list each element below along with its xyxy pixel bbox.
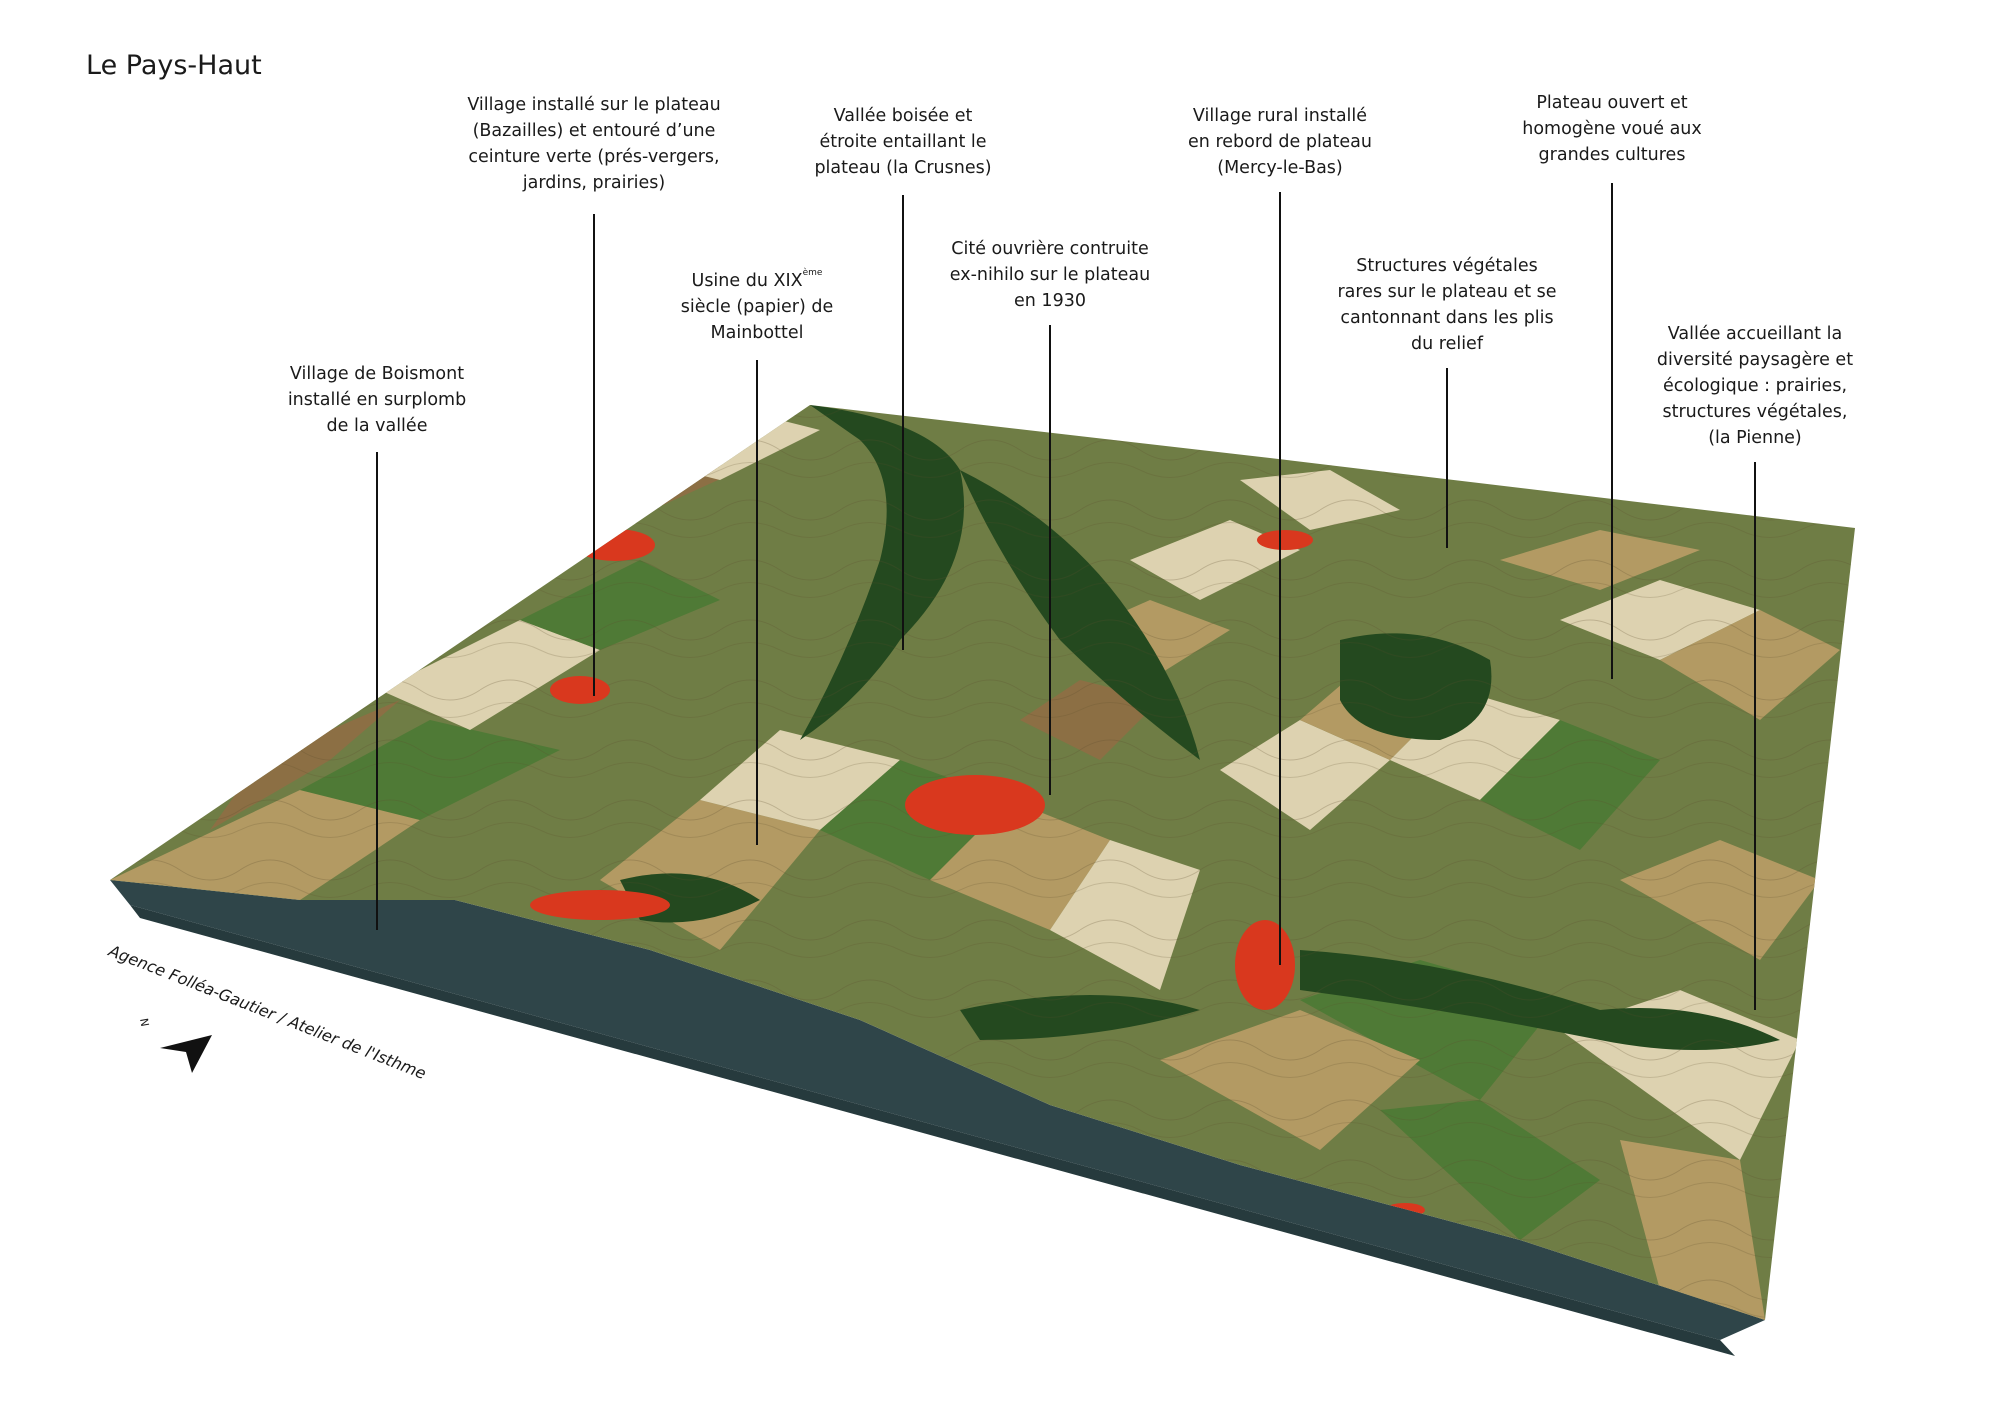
page-title: Le Pays-Haut: [86, 50, 262, 81]
leader-line-plateau: [1611, 183, 1613, 679]
leader-line-plant-structures: [1446, 368, 1448, 548]
north-arrow-icon: [160, 1035, 212, 1073]
annotation-bazailles: Village installé sur le plateau(Bazaille…: [467, 95, 721, 193]
leader-line-mainbottel: [756, 360, 758, 845]
leader-line-crusnes: [902, 195, 904, 650]
leader-line-mercy: [1279, 192, 1281, 965]
leader-line-workers-city: [1049, 325, 1051, 795]
leader-line-bazailles: [593, 214, 595, 696]
leader-line-boismont: [376, 452, 378, 930]
base-slab-front: [130, 905, 1735, 1356]
base-slab: [110, 880, 1765, 1340]
leader-line-pienne: [1754, 462, 1756, 1010]
